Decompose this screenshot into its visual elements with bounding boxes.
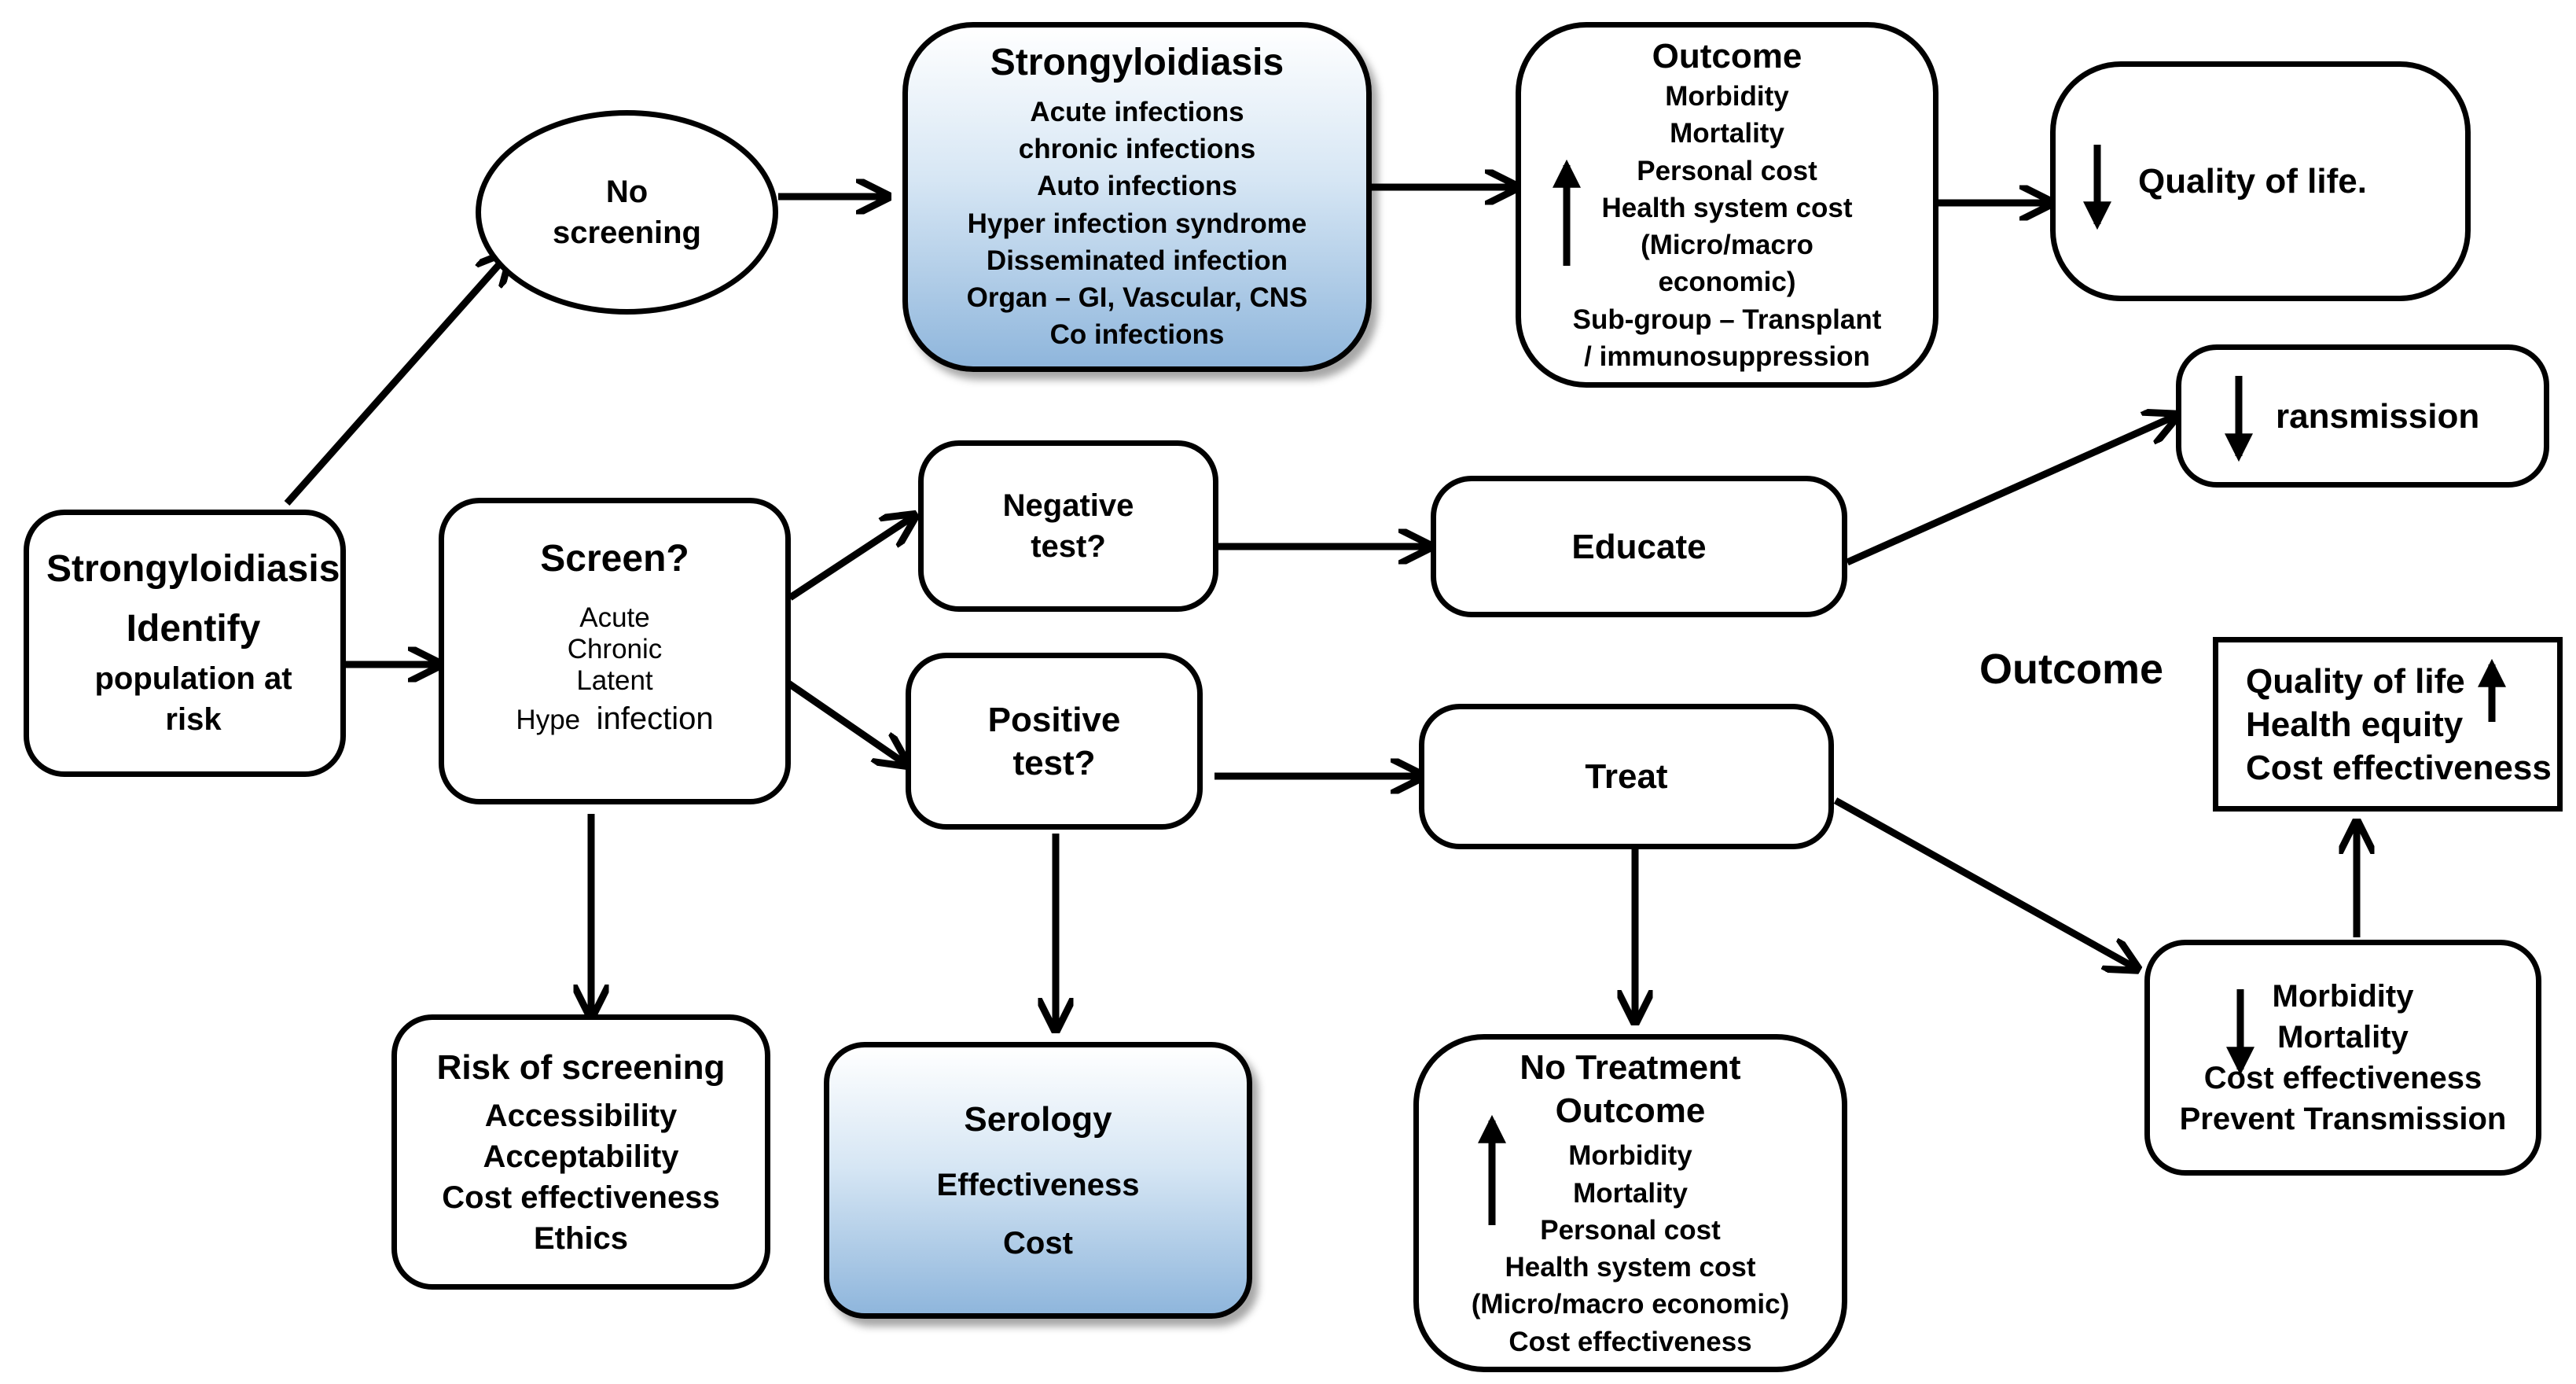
transmission-box: ransmission [2176,344,2549,488]
outcome-top-item: Sub-group – Transplant [1572,304,1882,335]
no-treatment-item: Mortality [1573,1177,1688,1209]
negative-test-box: Negative test? [918,440,1218,612]
strongyloidiasis-box: Strongyloidiasis Acute infections chroni… [902,22,1372,372]
screen-box: Screen? Acute Chronic Latent Hype infect… [439,498,791,804]
strongyloidiasis-item: Auto infections [1037,171,1237,202]
risk-item: Ethics [533,1220,629,1256]
positive-test-label: Positive test? [987,700,1121,782]
outcome-top-item: (Micro/macro [1641,230,1813,260]
arrow-screen-to-positive [776,673,904,763]
treat-label: Treat [1585,757,1668,796]
outcome-top-title: Outcome [1652,37,1802,75]
screen-item: infection [596,701,714,737]
no-screening-oval: No screening [476,110,778,315]
screen-item: Acute [579,602,650,633]
risk-item: Acceptability [483,1139,679,1174]
no-treatment-item: Health system cost [1505,1252,1756,1283]
risk-of-screening-box: Risk of screening Accessibility Acceptab… [391,1014,770,1290]
arrow-start-to-no-screening [284,256,507,506]
positive-test-box: Positive test? [906,653,1203,830]
outcome-right-box: Quality of life Health equity Cost effec… [2213,637,2563,812]
treat-box: Treat [1419,704,1834,849]
outcome-right-item: Cost effectiveness [2246,748,2552,787]
morbidity-item: Prevent Transmission [2179,1102,2507,1136]
strongyloidiasis-title: Strongyloidiasis [990,42,1284,84]
educate-label: Educate [1571,527,1707,566]
quality-of-life-top-box: Quality of life. [2050,61,2471,301]
morbidity-item: Mortality [2277,1020,2409,1055]
strongyloidiasis-item: chronic infections [1018,134,1256,165]
morbidity-mortality-box: Morbidity Mortality Cost effectiveness P… [2144,940,2541,1176]
morbidity-item: Morbidity [2272,979,2414,1014]
no-screening-label: No screening [553,175,701,250]
serology-title: Serology [964,1099,1112,1139]
strongyloidiasis-item: Organ – GI, Vascular, CNS [966,282,1308,314]
no-treatment-item: Morbidity [1568,1140,1692,1172]
risk-item: Cost effectiveness [442,1180,720,1215]
negative-test-label: Negative test? [1002,488,1134,564]
outcome-top-item: Mortality [1670,118,1784,149]
arrow-treat-to-morbidity [1833,797,2134,967]
outcome-top-item: Health system cost [1601,192,1853,223]
no-treatment-item: (Micro/macro economic) [1471,1289,1790,1320]
start-population: population at risk [94,661,292,737]
strongyloidiasis-item: Disseminated infection [986,245,1288,276]
outcome-right-item: Quality of life [2246,661,2465,701]
outcome-top-item: Personal cost [1637,155,1817,186]
start-title: Strongyloidiasis [46,548,340,591]
outcome-top-item: Morbidity [1665,81,1789,112]
screen-item: Hype [516,705,581,736]
arrow-screen-to-negative [788,517,912,601]
outcome-right-item: Health equity [2246,705,2464,744]
transmission-label: ransmission [2276,396,2480,436]
strongyloidiasis-item: Hyper infection syndrome [967,208,1307,239]
serology-box: Serology Effectiveness Cost [824,1042,1252,1319]
start-node: Strongyloidiasis Identify population at … [24,510,346,777]
strongyloidiasis-item: Acute infections [1030,96,1244,127]
risk-title: Risk of screening [436,1047,726,1087]
start-identify: Identify [126,608,261,650]
no-treatment-item: Personal cost [1540,1214,1721,1246]
screen-item: Latent [576,665,653,697]
screen-title: Screen? [540,538,689,580]
serology-item: Cost [1003,1225,1073,1261]
outcome-top-item: / immunosuppression [1584,340,1870,372]
outcome-top-box: Outcome Morbidity Mortality Personal cos… [1516,22,1938,388]
educate-box: Educate [1431,476,1847,617]
no-treatment-outcome-box: No Treatment Outcome Morbidity Mortality… [1413,1034,1847,1372]
morbidity-item: Cost effectiveness [2203,1061,2482,1095]
serology-item: Effectiveness [936,1167,1140,1202]
quality-of-life-top-label: Quality of life. [2138,162,2367,201]
no-treatment-title: No Treatment Outcome [1520,1048,1741,1131]
no-treatment-item: Cost effectiveness [1508,1326,1752,1357]
outcome-right-label: Outcome [1979,646,2164,693]
arrow-educate-to-transmission [1846,417,2174,566]
strongyloidiasis-item: Co infections [1049,319,1225,351]
risk-item: Accessibility [484,1098,678,1133]
screen-item: Chronic [567,633,663,664]
outcome-top-item: economic) [1658,267,1796,298]
